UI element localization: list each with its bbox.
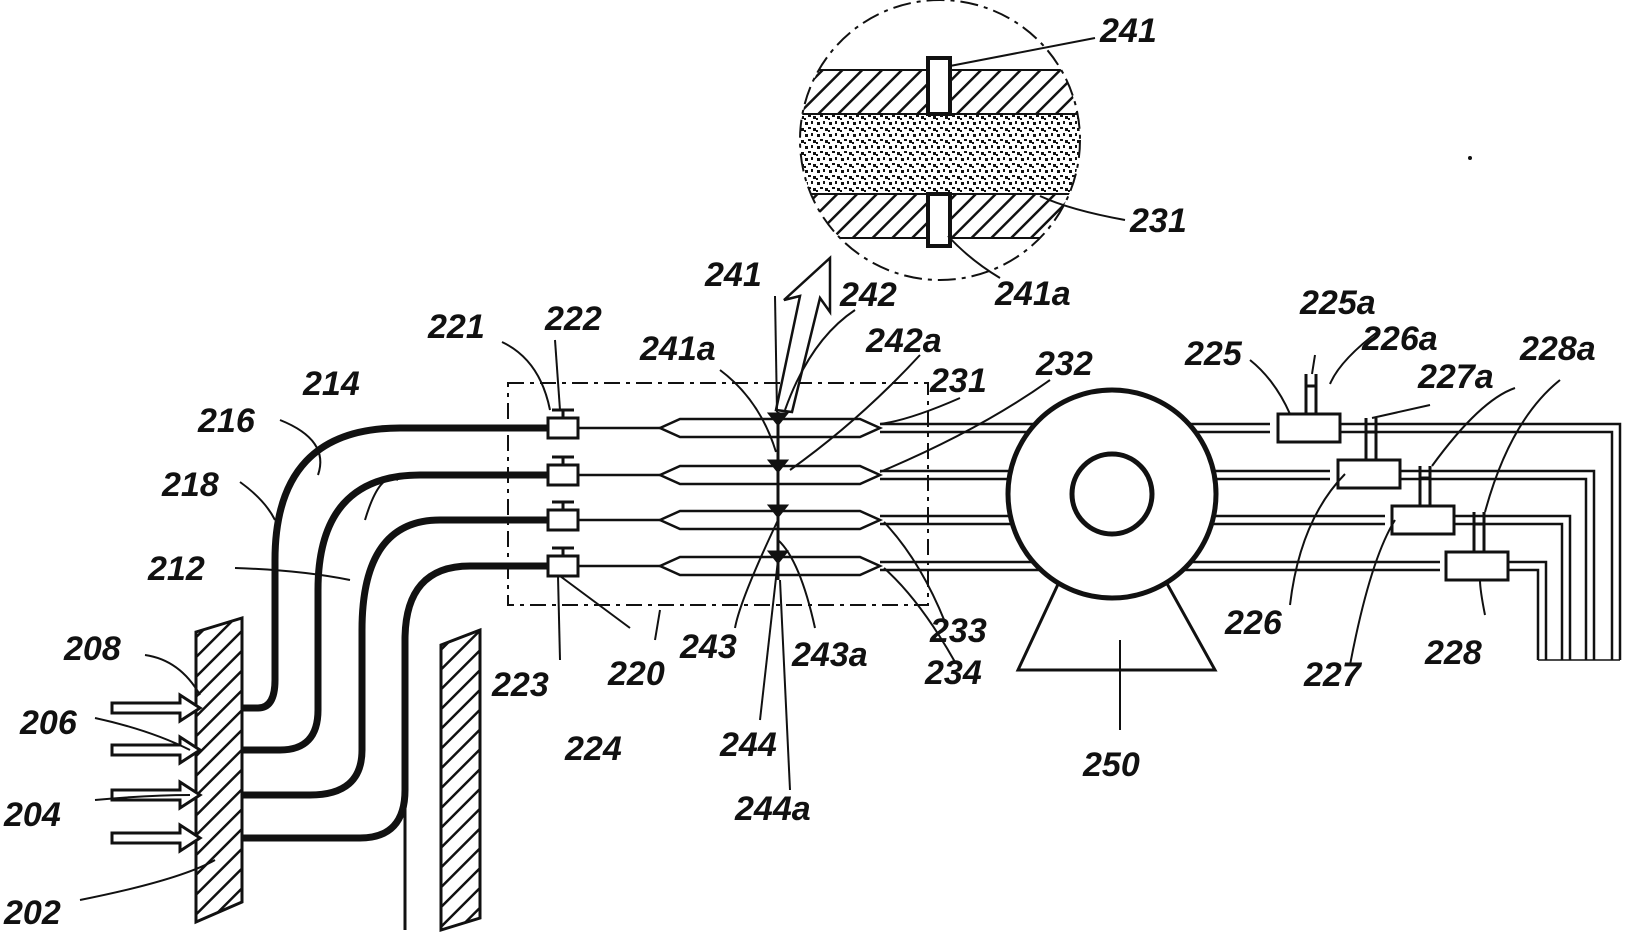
- label-212: 212: [147, 550, 205, 588]
- label-223: 223: [491, 666, 549, 704]
- label-242: 242: [839, 276, 897, 314]
- label-226a: 226a: [1361, 320, 1438, 358]
- label-232: 232: [1035, 345, 1093, 383]
- label-221: 221: [427, 308, 485, 346]
- probe-column: [766, 412, 790, 580]
- label-218: 218: [161, 466, 219, 504]
- label-231-inset: 231: [1129, 202, 1187, 240]
- inset-circle-outline: [799, 0, 1081, 281]
- fiber-bundle: [242, 424, 548, 930]
- label-233: 233: [929, 612, 987, 650]
- fiber-218: [242, 424, 548, 712]
- labels: 241 231 241a 241 242 221 222 241a 242a 2…: [3, 12, 1596, 932]
- label-250: 250: [1082, 746, 1140, 784]
- label-226: 226: [1224, 604, 1283, 642]
- probe-pin-bottom: [926, 192, 952, 248]
- label-243a: 243a: [791, 636, 868, 674]
- connectors: [546, 408, 580, 578]
- label-244a: 244a: [734, 790, 811, 828]
- label-225a: 225a: [1299, 284, 1376, 322]
- label-241a-inset: 241a: [994, 275, 1071, 313]
- label-202: 202: [3, 894, 61, 932]
- label-234: 234: [924, 654, 982, 692]
- label-243: 243: [679, 628, 737, 666]
- label-222: 222: [544, 300, 602, 338]
- label-244: 244: [719, 726, 777, 764]
- label-220: 220: [607, 655, 665, 693]
- capillary-tubes: [578, 417, 884, 577]
- wall: [194, 615, 482, 933]
- label-216: 216: [197, 402, 256, 440]
- label-242a: 242a: [865, 322, 942, 360]
- input-arrows: [110, 692, 203, 854]
- probe-pin-top: [926, 56, 952, 116]
- fiber-214: [242, 516, 548, 799]
- label-241: 241: [704, 256, 762, 294]
- label-206: 206: [19, 704, 78, 742]
- label-225: 225: [1184, 335, 1243, 373]
- label-214: 214: [302, 365, 360, 403]
- leader-lines: [79, 37, 1561, 901]
- label-231: 231: [929, 362, 987, 400]
- fiber-216: [242, 471, 548, 754]
- label-228a: 228a: [1519, 330, 1596, 368]
- label-227a: 227a: [1417, 358, 1494, 396]
- label-208: 208: [63, 630, 121, 668]
- magnify-arrow: [774, 255, 832, 414]
- label-224: 224: [564, 730, 622, 768]
- exhaust-lines: [1340, 422, 1622, 661]
- label-241-inset: 241: [1099, 12, 1157, 50]
- valves: [1276, 374, 1510, 582]
- label-227: 227: [1303, 656, 1363, 694]
- label-228: 228: [1424, 634, 1482, 672]
- fiber-212: [242, 562, 548, 842]
- label-204: 204: [3, 796, 61, 834]
- stray-dot: [1468, 156, 1472, 160]
- magnified-inset: [799, 0, 1081, 281]
- pump-250: [1005, 387, 1219, 730]
- label-241a: 241a: [639, 330, 716, 368]
